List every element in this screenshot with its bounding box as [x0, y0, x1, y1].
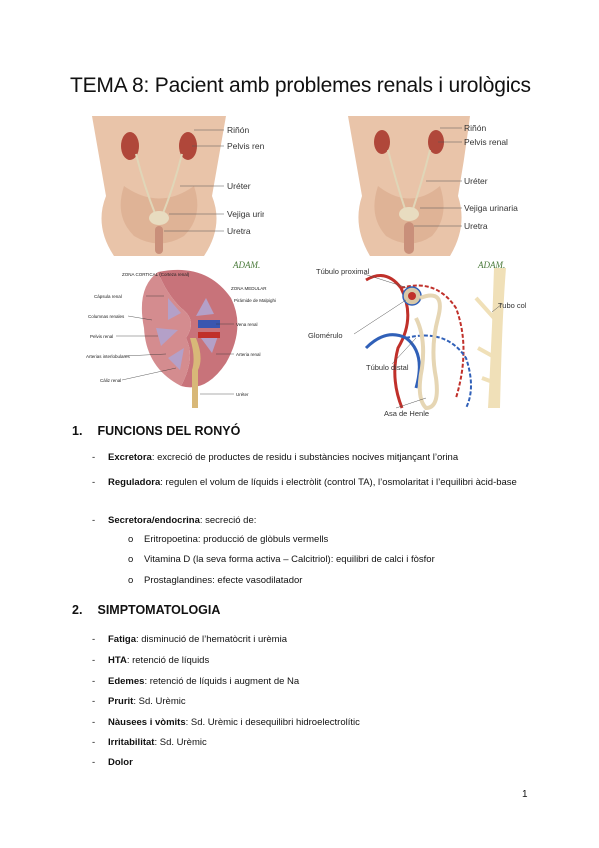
label-ureter-k: Uréter — [236, 392, 249, 397]
label-ureter: Uréter — [227, 181, 251, 191]
item-text: : excreció de productes de residu i subs… — [151, 452, 459, 463]
kidney-section-figure: ADAM. ZONA CORTICAL (Corteza renal) ZONA… — [86, 260, 276, 408]
label-tubo-colector: Tubo colector — [498, 301, 526, 310]
label-uretra: Uretra — [227, 226, 251, 236]
section-number: 1. — [72, 424, 83, 438]
label-uretra-2: Uretra — [464, 221, 488, 231]
label-vejiga-2: Vejiga urinaria — [464, 203, 518, 213]
item-text: : Sd. Urèmic i desequilibri hidroelectro… — [185, 717, 360, 728]
label-arteria-renal: Arteria renal — [236, 352, 261, 357]
item-text: : Sd. Urèmic — [154, 737, 207, 748]
label-columnas-renales: Columnas renales — [88, 314, 125, 319]
label-asa-de-henle: Asa de Henle — [384, 409, 429, 418]
urinary-anatomy-figure-1: Riñón Pelvis renal Uréter Vejiga urinari… — [92, 116, 264, 256]
section-number: 2. — [72, 603, 83, 617]
item-term: Secretora/endocrina — [108, 515, 200, 526]
item-text: : retenció de líquids i augment de Na — [144, 676, 300, 687]
sub-item-text: Eritropoetina: producció de glòbuls verm… — [144, 534, 329, 545]
section-heading-funcions: 1. FUNCIONS DEL RONYÓ — [72, 424, 240, 438]
item-text: : Sd. Urèmic — [133, 696, 186, 707]
item-term: Reguladora — [108, 477, 161, 488]
item-text: : secreció de: — [199, 515, 257, 526]
label-caliz-renal: Cáliz renal — [100, 378, 121, 383]
label-tubulo-proximal: Túbulo proximal — [316, 267, 370, 276]
label-pelvis-renal-2: Pelvis renal — [464, 137, 508, 147]
label-piramide: Pirámide de Malpighi — [234, 298, 276, 303]
urinary-anatomy-figure-2: Riñón Pelvis renal Uréter Vejiga urinari… — [348, 116, 518, 256]
label-rinon: Riñón — [227, 125, 249, 135]
label-rinon-2: Riñón — [464, 123, 486, 133]
item-text: : disminució de l’hematòcrit i urèmia — [135, 634, 287, 645]
item-text: : retenció de líquids — [126, 655, 210, 666]
item-term: Nàusees i vòmits — [108, 717, 186, 728]
item-term: Edemes — [108, 676, 145, 687]
label-pelvis-renal: Pelvis renal — [227, 141, 264, 151]
item-term: Fatiga — [108, 634, 136, 645]
item-term: Irritabilitat — [108, 737, 155, 748]
item-term: Prurit — [108, 696, 134, 707]
label-arterias-interlobulares: Arterias interlobulares — [86, 354, 131, 359]
label-zona-medular: ZONA MEDULAR — [231, 286, 267, 291]
adam-logo-2: ADAM. — [477, 260, 505, 270]
label-vejiga: Vejiga urinaria — [227, 209, 264, 219]
label-capsula-renal: Cápsula renal — [94, 294, 122, 299]
section-title: SIMPTOMATOLOGIA — [97, 603, 221, 617]
item-term: Dolor — [108, 757, 133, 768]
label-pelvis-renal-k: Pelvis renal — [90, 334, 113, 339]
item-term: HTA — [108, 655, 127, 666]
adam-logo: ADAM. — [232, 260, 260, 270]
label-zona-cortical: ZONA CORTICAL (Corteza renal) — [122, 272, 190, 277]
sub-item-text: Prostaglandines: efecte vasodilatador — [144, 575, 303, 586]
label-ureter-2: Uréter — [464, 176, 488, 186]
item-term: Excretora — [108, 452, 152, 463]
label-tubulo-distal: Túbulo distal — [366, 363, 409, 372]
label-glomerulo: Glomérulo — [308, 331, 343, 340]
section-title: FUNCIONS DEL RONYÓ — [97, 424, 241, 438]
page-number: 1 — [522, 789, 528, 800]
sub-item-text: Vitamina D (la seva forma activa – Calci… — [144, 554, 435, 565]
item-text: : regulen el volum de líquids i electròl… — [160, 477, 517, 488]
label-vena-renal: Vena renal — [236, 322, 258, 327]
nephron-figure: ADAM. Túbulo proximal Glomérulo Túbulo d… — [308, 260, 526, 418]
page-title: TEMA 8: Pacient amb problemes renals i u… — [70, 74, 531, 97]
section-heading-simptomatologia: 2. SIMPTOMATOLOGIA — [72, 603, 220, 617]
